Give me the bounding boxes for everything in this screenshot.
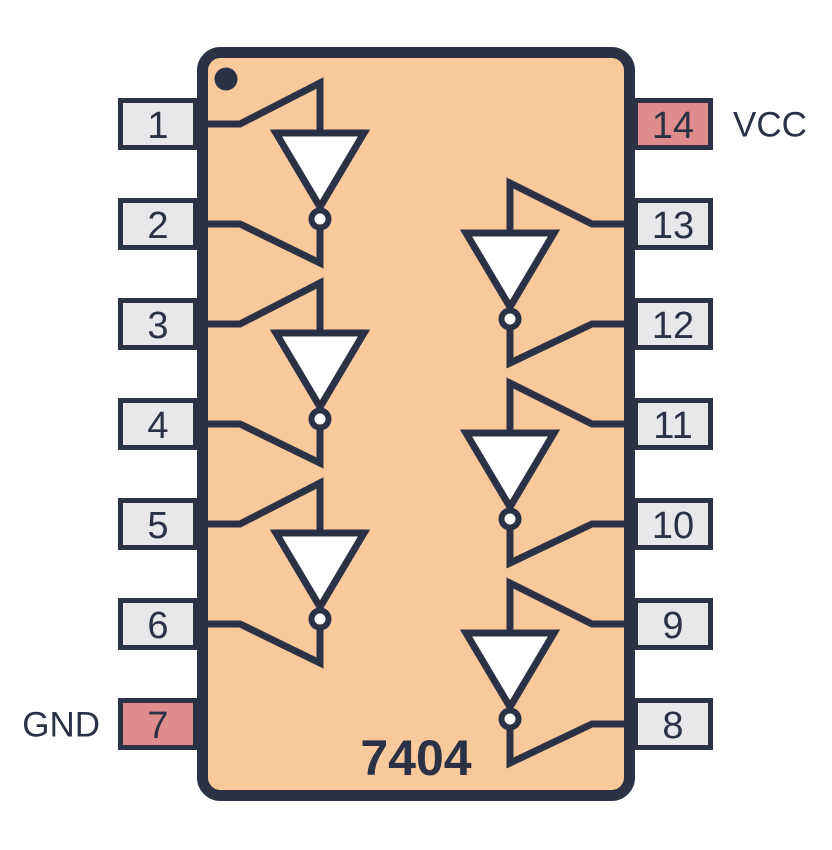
pin-2-number: 2 [147,205,168,247]
inverter-5-triangle [459,429,561,514]
pin-6: 6 [118,598,198,650]
inverter-5 [459,377,629,569]
pin-6-number: 6 [147,605,168,647]
inverter-1-input-wire [203,77,324,133]
inverter-6-output-wire [506,720,629,769]
pin-1-number: 1 [147,105,168,147]
pin-11-number: 11 [653,405,692,447]
inverter-2-input-wire [203,277,324,333]
pin-5: 5 [118,498,198,550]
inverter-4-input-wire [506,177,629,233]
inverter-1-triangle [269,129,371,214]
pin-6-box [118,598,198,650]
pin-7: 7 [118,698,198,750]
inverter-1-bubble [308,207,332,231]
ic-body [197,47,635,801]
pin-5-box [118,498,198,550]
pin-10: 10 [633,498,713,550]
pin-8: 8 [633,698,713,750]
gnd-label: GND [22,706,100,745]
inverter-5-output-wire [506,520,629,569]
pin-12: 12 [633,298,713,350]
pin-13-box [633,198,713,250]
pin-14: 14 [633,98,713,150]
inverter-6 [459,577,629,769]
pin-10-box [633,498,713,550]
pin-9: 9 [633,598,713,650]
inverter-4-triangle [459,229,561,314]
inverter-4 [459,177,629,369]
pin-13: 13 [633,198,713,250]
pin-2: 2 [118,198,198,250]
inverter-6-input-wire [506,577,629,633]
pin-11-box [633,398,713,450]
pin-9-number: 9 [662,605,683,647]
vcc-label: VCC [733,106,807,145]
pin-5-number: 5 [147,505,168,547]
pin1-indicator-dot [214,67,238,91]
pin-12-number: 12 [652,305,694,347]
inverter-6-bubble [498,707,522,731]
inverter-2-bubble [308,407,332,431]
inverter-2-output-wire [203,420,324,469]
pin-10-number: 10 [652,505,694,547]
pin-9-box [633,598,713,650]
inverter-3-input-wire [203,477,324,533]
part-number-label: 7404 [360,730,471,786]
inverter-1 [203,77,371,269]
inverter-5-input-wire [506,377,629,433]
pin-3-number: 3 [147,305,168,347]
inverter-2-triangle [269,329,371,414]
pin-1: 1 [118,98,198,150]
inverter-6-triangle [459,629,561,714]
pin-7-number: 7 [147,705,168,747]
pin-8-number: 8 [662,705,683,747]
pin-2-box [118,198,198,250]
pin-14-number: 14 [652,105,694,147]
pin-4: 4 [118,398,198,450]
pin-3-box [118,298,198,350]
inverter-3-output-wire [203,620,324,669]
pin-1-box [118,98,198,150]
pin-3: 3 [118,298,198,350]
pin-4-box [118,398,198,450]
pin-14-box [633,98,713,150]
pin-8-box [633,698,713,750]
pin-4-number: 4 [147,405,168,447]
pin-13-number: 13 [652,205,694,247]
inverter-5-bubble [498,507,522,531]
inverter-2 [203,277,371,469]
inverter-4-bubble [498,307,522,331]
pin-11: 11 [633,398,713,450]
pin-7-box [118,698,198,750]
inverter-4-output-wire [506,320,629,369]
inverter-1-output-wire [203,220,324,269]
inverter-3-bubble [308,607,332,631]
inverter-3 [203,477,371,669]
inverter-3-triangle [269,529,371,614]
pin-12-box [633,298,713,350]
